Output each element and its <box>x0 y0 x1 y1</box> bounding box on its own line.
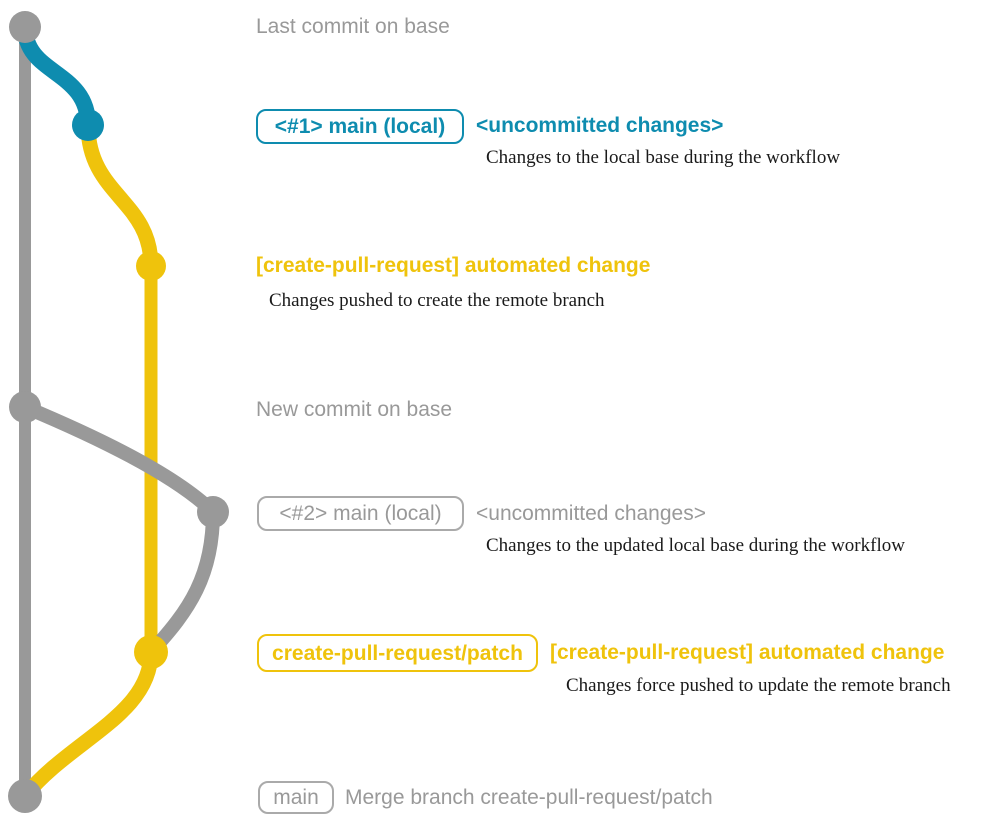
subcaption-local-changes-1: Changes to the local base during the wor… <box>486 147 841 168</box>
headline-automated-change-1: [create-pull-request] automated change <box>256 254 651 277</box>
blue-branch-line <box>17 19 96 133</box>
subcaption-pushed-create-remote-branch: Changes pushed to create the remote bran… <box>269 290 605 311</box>
pill-main[interactable]: main <box>258 781 334 814</box>
gray-branch-to-patch2-line <box>144 505 220 659</box>
pill-main-local-2[interactable]: <#2> main (local) <box>257 496 464 531</box>
headline-uncommitted-changes-2: <uncommitted changes> <box>476 502 706 525</box>
subcaption-local-changes-2: Changes to the updated local base during… <box>486 535 905 556</box>
node-local-commit-2[interactable] <box>197 496 229 528</box>
gray-branch-to-local2-line <box>18 400 220 519</box>
headline-merge-branch: Merge branch create-pull-request/patch <box>345 786 713 809</box>
subcaption-force-pushed-update-remote-branch: Changes force pushed to update the remot… <box>566 675 951 696</box>
headline-automated-change-2: [create-pull-request] automated change <box>550 641 945 664</box>
node-merge-commit[interactable] <box>8 779 42 813</box>
node-automated-change-1[interactable] <box>136 251 166 281</box>
node-automated-change-2[interactable] <box>134 635 168 669</box>
headline-last-commit-on-base: Last commit on base <box>256 15 450 38</box>
headline-new-commit-on-base: New commit on base <box>256 398 453 421</box>
node-last-commit-on-base[interactable] <box>9 11 41 43</box>
node-new-commit-on-base[interactable] <box>9 391 41 423</box>
headline-uncommitted-changes-1: <uncommitted changes> <box>476 114 724 137</box>
yellow-branch-upper-line <box>80 117 159 274</box>
yellow-merge-line <box>17 644 159 804</box>
node-local-commit-1[interactable] <box>72 109 104 141</box>
pill-create-pull-request-patch[interactable]: create-pull-request/patch <box>257 634 538 672</box>
pill-main-local-1[interactable]: <#1> main (local) <box>256 109 464 144</box>
